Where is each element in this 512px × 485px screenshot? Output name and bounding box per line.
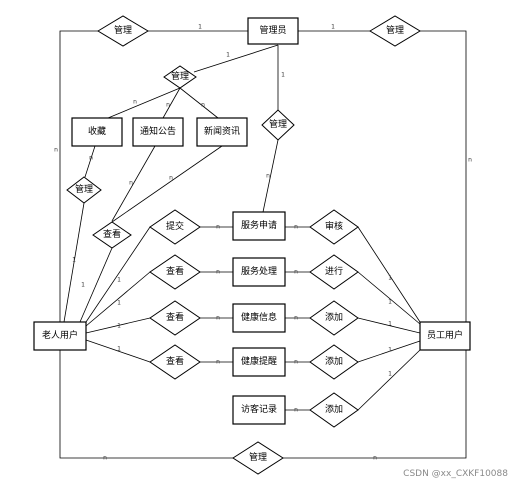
svg-text:管理: 管理 [171, 70, 189, 82]
entity-service-handle[interactable]: 服务处理 [232, 257, 286, 287]
svg-text:管理: 管理 [249, 451, 267, 463]
svg-text:添加: 添加 [325, 356, 343, 367]
svg-text:服务处理: 服务处理 [241, 265, 277, 277]
entity-staff[interactable]: 员工用户 [419, 321, 471, 351]
card-1-view-info: 1 [117, 323, 121, 330]
card-1-add-reminder: 1 [388, 347, 392, 354]
relation-view-notice[interactable]: 查看 [92, 221, 132, 249]
card-n-staff-bottom: n [373, 455, 377, 462]
entity-visit-record[interactable]: 访客记录 [232, 395, 286, 425]
svg-text:通知公告: 通知公告 [140, 125, 176, 137]
svg-text:添加: 添加 [325, 404, 343, 415]
card-n-notice-view: n [129, 180, 133, 187]
svg-text:老人用户: 老人用户 [42, 329, 78, 341]
card-1-proceed: 1 [388, 299, 392, 306]
relation-submit[interactable]: 提交 [149, 209, 201, 245]
card-n-elder-bottom: n [103, 455, 107, 462]
entity-health-reminder[interactable]: 健康提醒 [232, 347, 286, 377]
relation-manage-content[interactable]: 管理 [163, 65, 197, 89]
relation-manage-top-right[interactable]: 管理 [369, 15, 421, 47]
svg-text:访客记录: 访客记录 [241, 403, 277, 415]
relation-view-health-info[interactable]: 查看 [149, 300, 201, 336]
card-n-news-view: n [169, 175, 173, 182]
svg-text:查看: 查看 [166, 311, 184, 323]
cardinality-labels: 1 1 n n 1 1 n n n n n 1 n n 1 1 1 1 1 n … [54, 24, 472, 462]
svg-text:服务申请: 服务申请 [241, 219, 277, 231]
card-n-reminder-in: n [216, 359, 220, 366]
card-1-view-elder: 1 [81, 282, 85, 289]
card-n-request-out: n [294, 224, 298, 231]
relation-manage-service[interactable]: 管理 [261, 109, 295, 141]
entity-favorite[interactable]: 收藏 [71, 117, 123, 147]
entity-notice[interactable]: 通知公告 [132, 117, 184, 147]
svg-text:添加: 添加 [325, 312, 343, 323]
svg-text:查看: 查看 [166, 265, 184, 277]
card-n-favorite: n [133, 99, 137, 106]
entity-service-request[interactable]: 服务申请 [232, 211, 286, 241]
card-1-review: 1 [388, 275, 392, 282]
card-1-submit: 1 [117, 277, 121, 284]
card-1-add-info: 1 [388, 321, 392, 328]
card-n-news: n [201, 102, 205, 109]
svg-text:进行: 进行 [325, 265, 343, 277]
card-1-admin-content: 1 [226, 52, 230, 59]
entity-admin[interactable]: 管理员 [247, 17, 299, 45]
card-n-visit-out: n [294, 407, 298, 414]
card-n-request-in: n [216, 224, 220, 231]
card-1-view-reminder: 1 [117, 346, 121, 353]
svg-text:提交: 提交 [166, 220, 184, 232]
card-n-reminder-out: n [294, 359, 298, 366]
card-1-admin-right: 1 [331, 24, 335, 31]
svg-text:查看: 查看 [103, 228, 121, 240]
card-n-elder-top: n [54, 147, 58, 154]
relation-manage-top-left[interactable]: 管理 [97, 15, 149, 47]
svg-text:审核: 审核 [325, 220, 343, 232]
card-1-favorite-elder: 1 [72, 257, 76, 264]
card-n-notice: n [166, 102, 170, 109]
card-n-staff-top: n [468, 157, 472, 164]
relation-view-handle[interactable]: 查看 [149, 254, 201, 290]
entity-news[interactable]: 新闻资讯 [196, 117, 248, 147]
svg-text:收藏: 收藏 [88, 125, 106, 137]
svg-text:管理: 管理 [114, 24, 132, 36]
svg-text:员工用户: 员工用户 [427, 329, 463, 341]
svg-text:管理: 管理 [269, 118, 287, 130]
relation-view-reminder[interactable]: 查看 [149, 344, 201, 380]
relation-add-health-info[interactable]: 添加 [309, 300, 359, 336]
card-1-view-handle: 1 [117, 300, 121, 307]
entity-elder[interactable]: 老人用户 [33, 321, 87, 351]
svg-text:新闻资讯: 新闻资讯 [204, 125, 240, 137]
svg-text:健康提醒: 健康提醒 [241, 355, 277, 367]
relation-add-reminder[interactable]: 添加 [309, 344, 359, 380]
card-1-admin-left: 1 [198, 24, 202, 31]
watermark: CSDN @xx_CXKF10088 [403, 469, 508, 479]
relation-manage-favorite[interactable]: 管理 [66, 176, 102, 204]
card-n-service-request: n [266, 173, 270, 180]
svg-text:管理: 管理 [386, 24, 404, 36]
relation-manage-bottom[interactable]: 管理 [232, 441, 284, 475]
card-n-favorite-manage: n [89, 155, 93, 162]
card-n-info-out: n [294, 315, 298, 322]
svg-text:管理: 管理 [75, 183, 93, 195]
svg-text:查看: 查看 [166, 355, 184, 367]
entity-health-info[interactable]: 健康信息 [232, 303, 286, 333]
svg-text:管理员: 管理员 [259, 24, 286, 36]
relation-add-visit[interactable]: 添加 [309, 392, 359, 428]
card-1-admin-service: 1 [281, 72, 285, 79]
relation-proceed[interactable]: 进行 [309, 254, 359, 290]
card-n-handle-in: n [216, 269, 220, 276]
card-n-info-in: n [216, 315, 220, 322]
relation-review[interactable]: 审核 [309, 209, 359, 245]
svg-text:健康信息: 健康信息 [241, 311, 277, 323]
card-n-handle-out: n [294, 269, 298, 276]
card-1-add-visit: 1 [388, 371, 392, 378]
connector-lines [59, 30, 467, 459]
